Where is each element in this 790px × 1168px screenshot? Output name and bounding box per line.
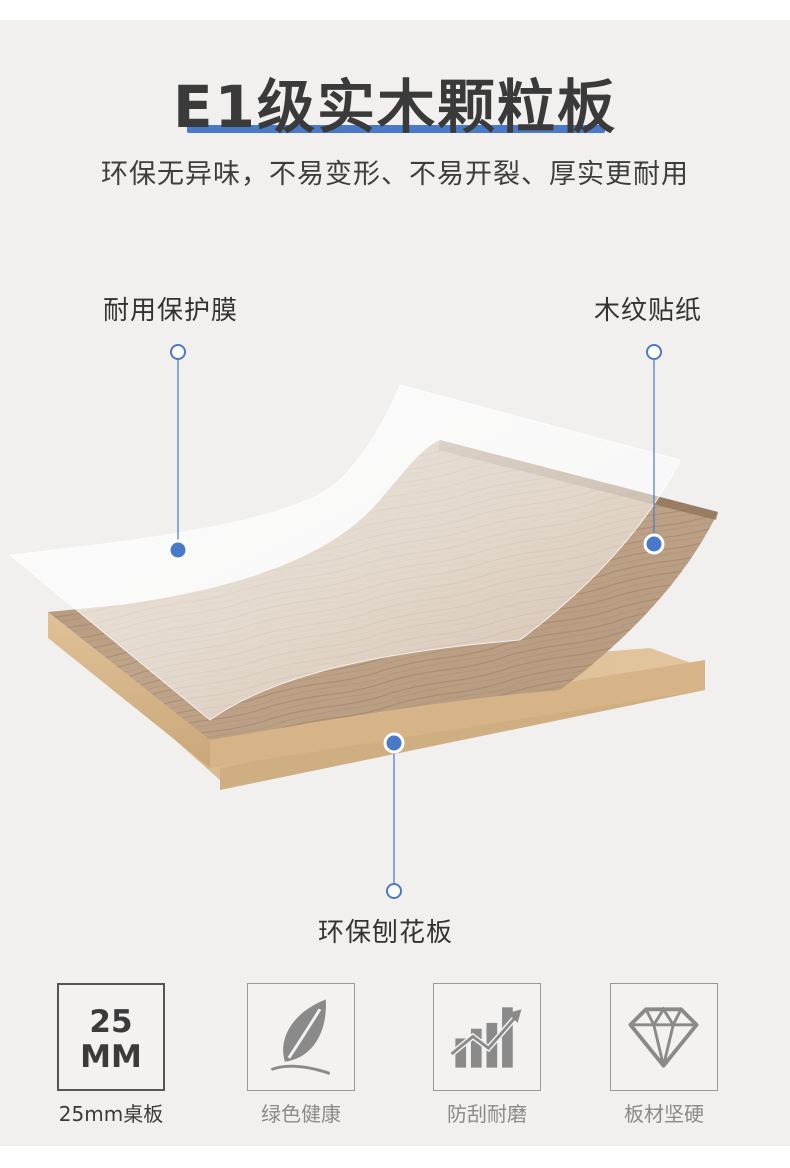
feature-label-hardness: 板材坚硬 bbox=[624, 1102, 704, 1126]
board-marker-ring bbox=[386, 883, 402, 899]
top-white-strip bbox=[0, 0, 790, 20]
diamond-icon bbox=[628, 1006, 699, 1068]
board-front-edge bbox=[48, 612, 210, 768]
board-layers-illustration bbox=[8, 344, 718, 899]
protective-film-layer bbox=[8, 384, 681, 721]
callout-protective-film: 耐用保护膜 bbox=[103, 296, 239, 326]
feature-label-thickness: 25mm桌板 bbox=[58, 1102, 164, 1126]
feature-box-eco bbox=[247, 983, 355, 1091]
page-title: E1级实木颗粒板 bbox=[173, 73, 617, 141]
board-marker-dot bbox=[383, 732, 405, 754]
growth-chart-icon bbox=[449, 1007, 522, 1068]
feature-box-wear bbox=[433, 983, 541, 1091]
thickness-number: 25 bbox=[89, 1004, 133, 1040]
feature-box-hardness bbox=[610, 983, 718, 1091]
thickness-unit: MM bbox=[80, 1039, 142, 1075]
veneer-marker-ring bbox=[646, 344, 662, 360]
callout-wood-grain-paper: 木纹贴纸 bbox=[594, 296, 703, 326]
title-underline bbox=[187, 125, 605, 133]
callout-particle-board: 环保刨花板 bbox=[318, 918, 454, 948]
leaf-icon bbox=[270, 999, 331, 1075]
page-subtitle: 环保无异味，不易变形、不易开裂、厚实更耐用 bbox=[101, 159, 689, 190]
feature-label-wear: 防刮耐磨 bbox=[447, 1102, 527, 1126]
feature-label-eco: 绿色健康 bbox=[261, 1102, 341, 1126]
film-marker-ring bbox=[170, 344, 186, 360]
bottom-white-strip bbox=[0, 1146, 790, 1168]
veneer-marker-dot bbox=[643, 533, 665, 555]
thickness-25mm-icon: 25 MM bbox=[57, 983, 165, 1091]
film-marker-dot bbox=[167, 539, 189, 561]
